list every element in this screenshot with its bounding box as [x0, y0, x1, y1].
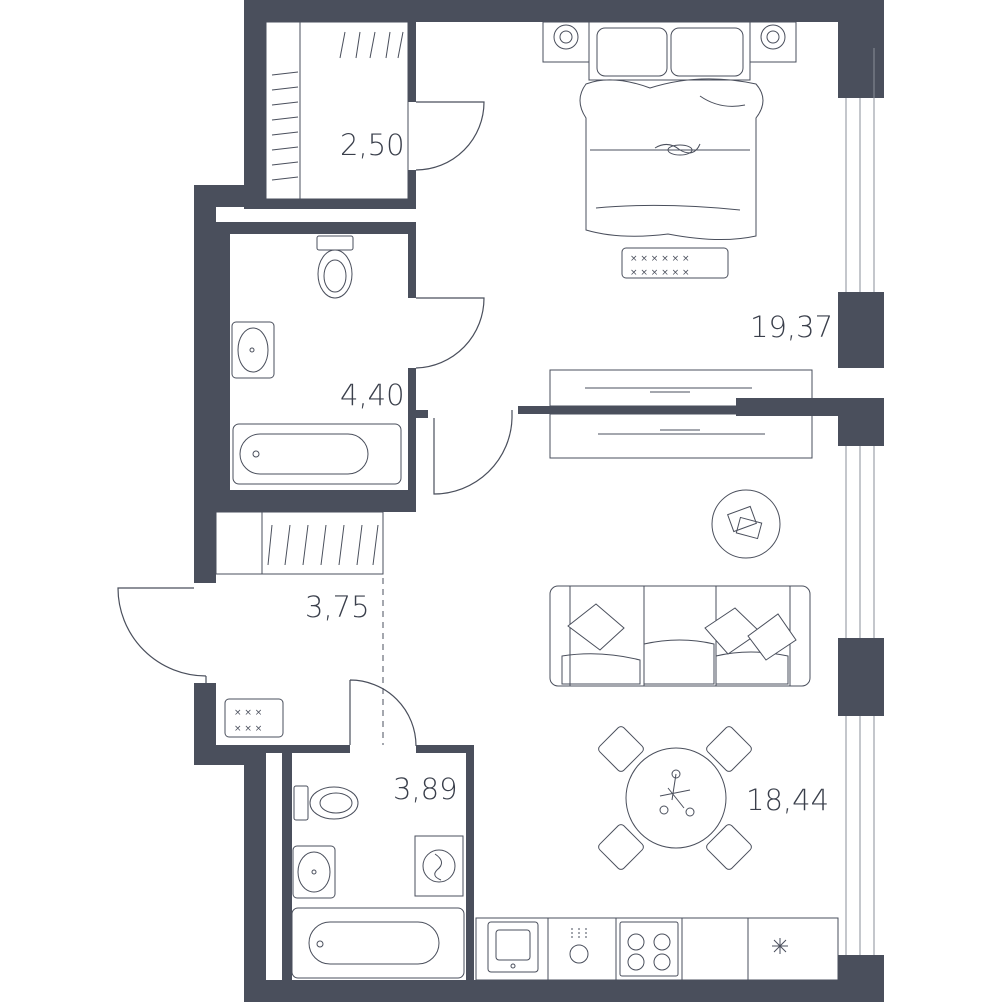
svg-text:× × ×: × × ×: [234, 708, 262, 718]
dining-table-icon: [598, 726, 752, 870]
bathtub-icon-2: [291, 907, 465, 979]
kitchen-counter-icon: [475, 917, 839, 981]
windows: [845, 48, 875, 955]
bed-icon: [579, 21, 764, 241]
wardrobe-area-label: 2,50: [340, 128, 405, 162]
fridge-icon: [772, 938, 788, 954]
bedroom-area-label: 19,37: [750, 310, 833, 344]
bathroom-area-label: 4,40: [340, 378, 405, 412]
entrance-door: [117, 587, 207, 677]
wardrobe-rail-icon: [265, 21, 409, 200]
doormat-icon: × × × × × ×: [224, 698, 284, 738]
sink-icon-2: [292, 845, 336, 899]
toilet-icon-2: [293, 785, 359, 821]
nightstand-right-icon: [749, 21, 797, 63]
stove-icon: [619, 921, 679, 977]
small-bathroom-area-label: 3,89: [393, 772, 458, 806]
dishwasher-icon: [569, 928, 589, 964]
toilet-icon: [316, 235, 354, 299]
wardrobe-door: [415, 101, 485, 171]
hallway-area-label: 3,75: [305, 590, 370, 624]
coffee-table-icon: [711, 489, 781, 559]
bedroom-door: [433, 410, 513, 495]
small-bathroom-door: [349, 679, 417, 747]
svg-text:× × × × × ×: × × × × × ×: [630, 268, 690, 278]
sofa-icon: [549, 585, 811, 687]
bathroom-door: [415, 297, 485, 369]
washing-machine-icon: [414, 835, 464, 897]
nightstand-left-icon: [542, 21, 590, 63]
svg-text:× × ×: × × ×: [234, 724, 262, 734]
hallway-closet-icon: [215, 511, 384, 575]
tv-unit-icon: [549, 369, 813, 459]
bathtub-icon: [232, 423, 402, 485]
sink-icon: [231, 321, 275, 379]
bedroom-rug-icon: × × × × × × × × × × × ×: [621, 247, 729, 279]
svg-text:× × × × × ×: × × × × × ×: [630, 254, 690, 264]
walls: [194, 0, 884, 1002]
living-kitchen-area-label: 18,44: [746, 783, 829, 817]
kitchen-sink-icon: [487, 921, 539, 973]
